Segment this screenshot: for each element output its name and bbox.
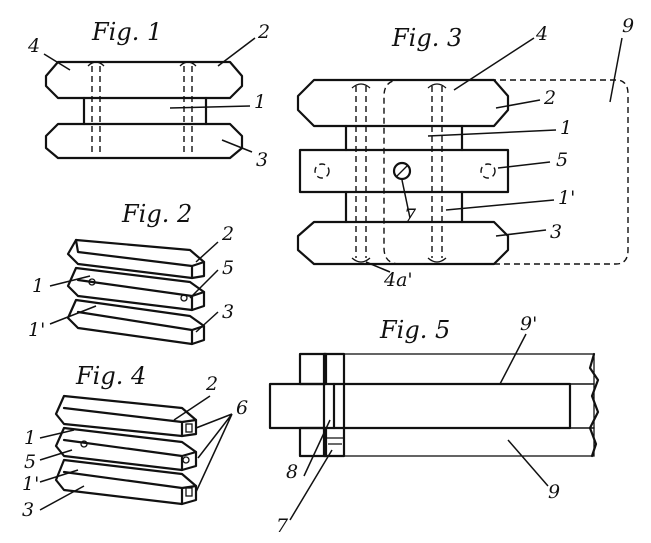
- fig2-bar-middle: [66, 266, 206, 312]
- fig2-label-2: 2: [221, 223, 234, 245]
- fig1-label-4: 4: [27, 35, 40, 57]
- fig4-label-2: 2: [205, 373, 218, 395]
- fig3-label-1prime: 1': [558, 187, 575, 209]
- fig3-label-3: 3: [550, 221, 562, 243]
- fig2-bar-bottom: [66, 298, 206, 346]
- fig4-label-6: 6: [236, 397, 248, 419]
- fig5-caption: Fig. 5: [379, 316, 450, 344]
- fig2-caption: Fig. 2: [121, 200, 192, 228]
- fig5-hole-8: [322, 352, 346, 458]
- fig2-label-5: 5: [222, 257, 234, 279]
- fig1-label-1: 1: [254, 91, 266, 113]
- fig3-hole-right: [480, 163, 496, 179]
- fig3-middle-bar: [298, 148, 510, 194]
- fig2-label-1: 1: [32, 275, 44, 297]
- figure-1: Fig. 1 4 2 1 3: [27, 18, 270, 171]
- fig5-leader-9prime: [499, 333, 527, 385]
- fig1-bottom-plate: [44, 122, 244, 160]
- figure-2: Fig. 2 2 5 1 3 1': [28, 200, 234, 346]
- fig1-caption: Fig. 1: [91, 18, 162, 46]
- fig3-label-2: 2: [543, 87, 556, 109]
- fig5-label-7: 7: [276, 515, 289, 537]
- fig1-screw-heads: [87, 61, 197, 67]
- fig4-label-1: 1: [24, 427, 36, 449]
- fig5-label-9prime: 9': [520, 313, 537, 335]
- fig3-hole-left: [314, 163, 330, 179]
- fig4-bar-top: [54, 394, 198, 438]
- fig2-bar-top: [66, 238, 206, 280]
- figure-5: Fig. 5 9' 8 9 7: [268, 313, 600, 537]
- fig3-screw-lines: [355, 86, 443, 258]
- fig3-label-4: 4: [535, 23, 548, 45]
- fig2-label-3: 3: [222, 301, 234, 323]
- fig4-label-1prime: 1': [22, 473, 39, 495]
- fig3-caption: Fig. 3: [391, 24, 462, 52]
- fig5-end-wall: [569, 383, 595, 429]
- fig4-bar-middle: [54, 426, 198, 472]
- fig5-label-8: 8: [286, 461, 298, 483]
- fig5-label-9: 9: [548, 481, 560, 503]
- fig1-label-2: 2: [257, 21, 270, 43]
- fig4-label-3: 3: [22, 499, 34, 521]
- fig1-label-3: 3: [256, 149, 268, 171]
- fig3-top-plate: [296, 78, 510, 128]
- fig3-label-7: 7: [404, 205, 417, 227]
- fig3-outline-9: [383, 79, 629, 265]
- fig4-label-5: 5: [24, 451, 36, 473]
- fig5-insert-bar: [268, 382, 572, 430]
- fig3-bottom-plate: [296, 220, 510, 266]
- fig3-screw-7: [392, 161, 412, 181]
- fig1-screw-lines: [91, 66, 193, 152]
- fig3-label-9: 9: [622, 15, 634, 37]
- fig2-label-1prime: 1': [28, 319, 45, 341]
- fig1-leader-4: [43, 53, 71, 71]
- fig3-label-1: 1: [560, 117, 572, 139]
- figure-3: Fig. 3 4 9 2 1 5: [296, 15, 634, 291]
- fig3-label-5: 5: [556, 149, 568, 171]
- fig1-top-plate: [44, 60, 244, 100]
- figure-4: Fig. 4 2 6 1 5 1' 3: [22, 362, 248, 521]
- fig4-caption: Fig. 4: [75, 362, 146, 390]
- fig3-label-4a: 4a': [383, 269, 413, 291]
- fig4-bar-bottom: [54, 458, 198, 506]
